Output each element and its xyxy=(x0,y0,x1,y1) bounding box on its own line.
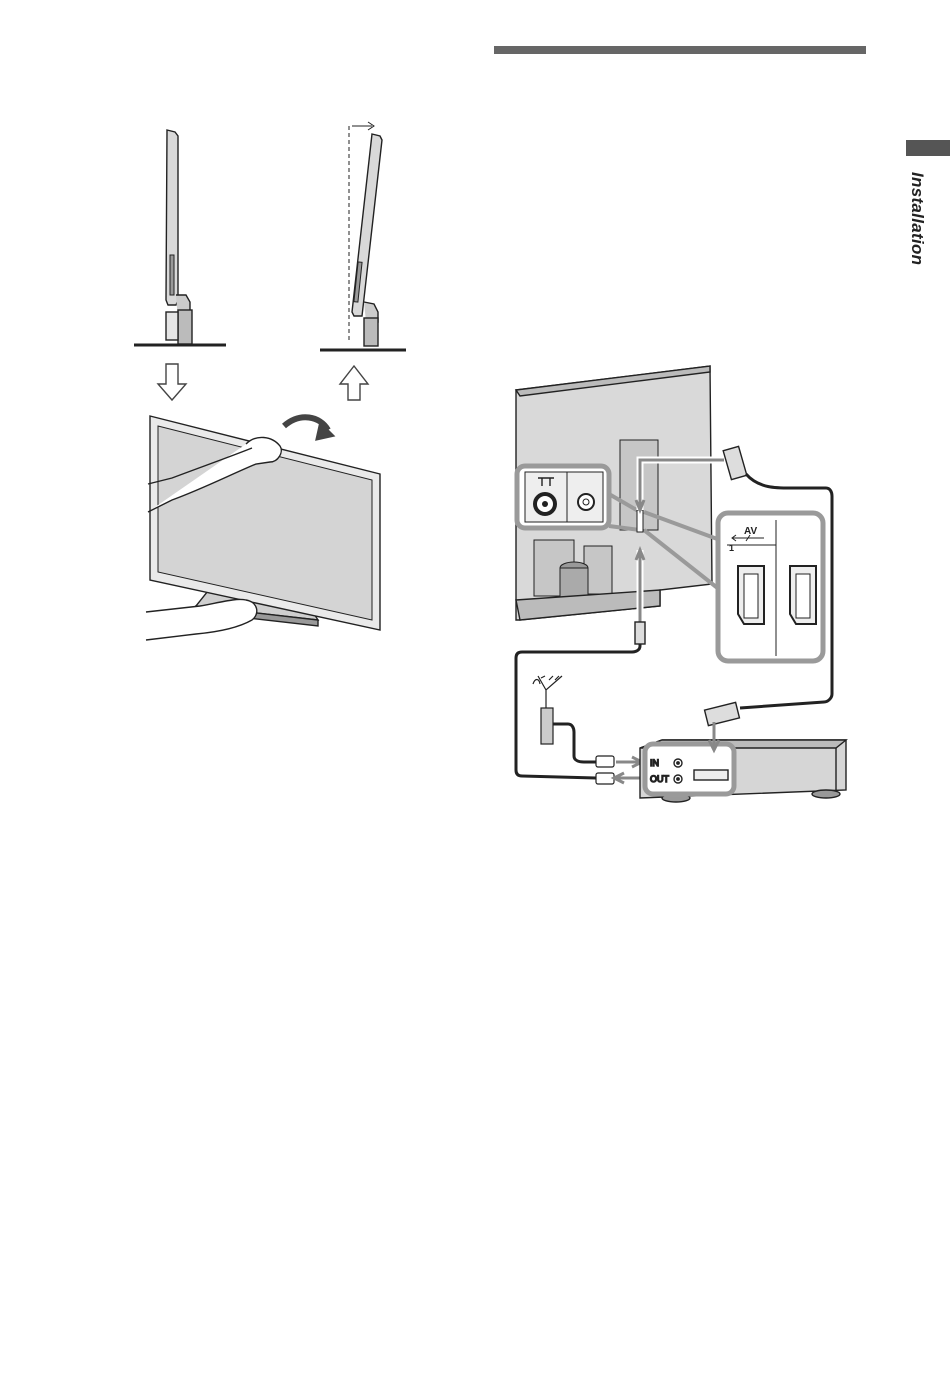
rf-input-panel xyxy=(517,466,609,528)
recorder-out-label: OUT xyxy=(650,774,670,784)
coax-plugs xyxy=(596,756,642,784)
av-label: AV xyxy=(744,526,757,537)
antenna-icon xyxy=(533,676,596,762)
tv-side-profile-upright xyxy=(134,130,226,345)
arrow-down-icon xyxy=(158,364,186,400)
tv-front-tilt-illustration xyxy=(146,416,380,640)
scart-av-panel: AV 1 xyxy=(718,513,823,661)
arrow-up-icon xyxy=(340,366,368,400)
recorder-in-label: IN xyxy=(650,758,659,768)
tv-side-profile-tilted xyxy=(320,122,406,350)
video-recorder: IN OUT xyxy=(640,722,846,802)
